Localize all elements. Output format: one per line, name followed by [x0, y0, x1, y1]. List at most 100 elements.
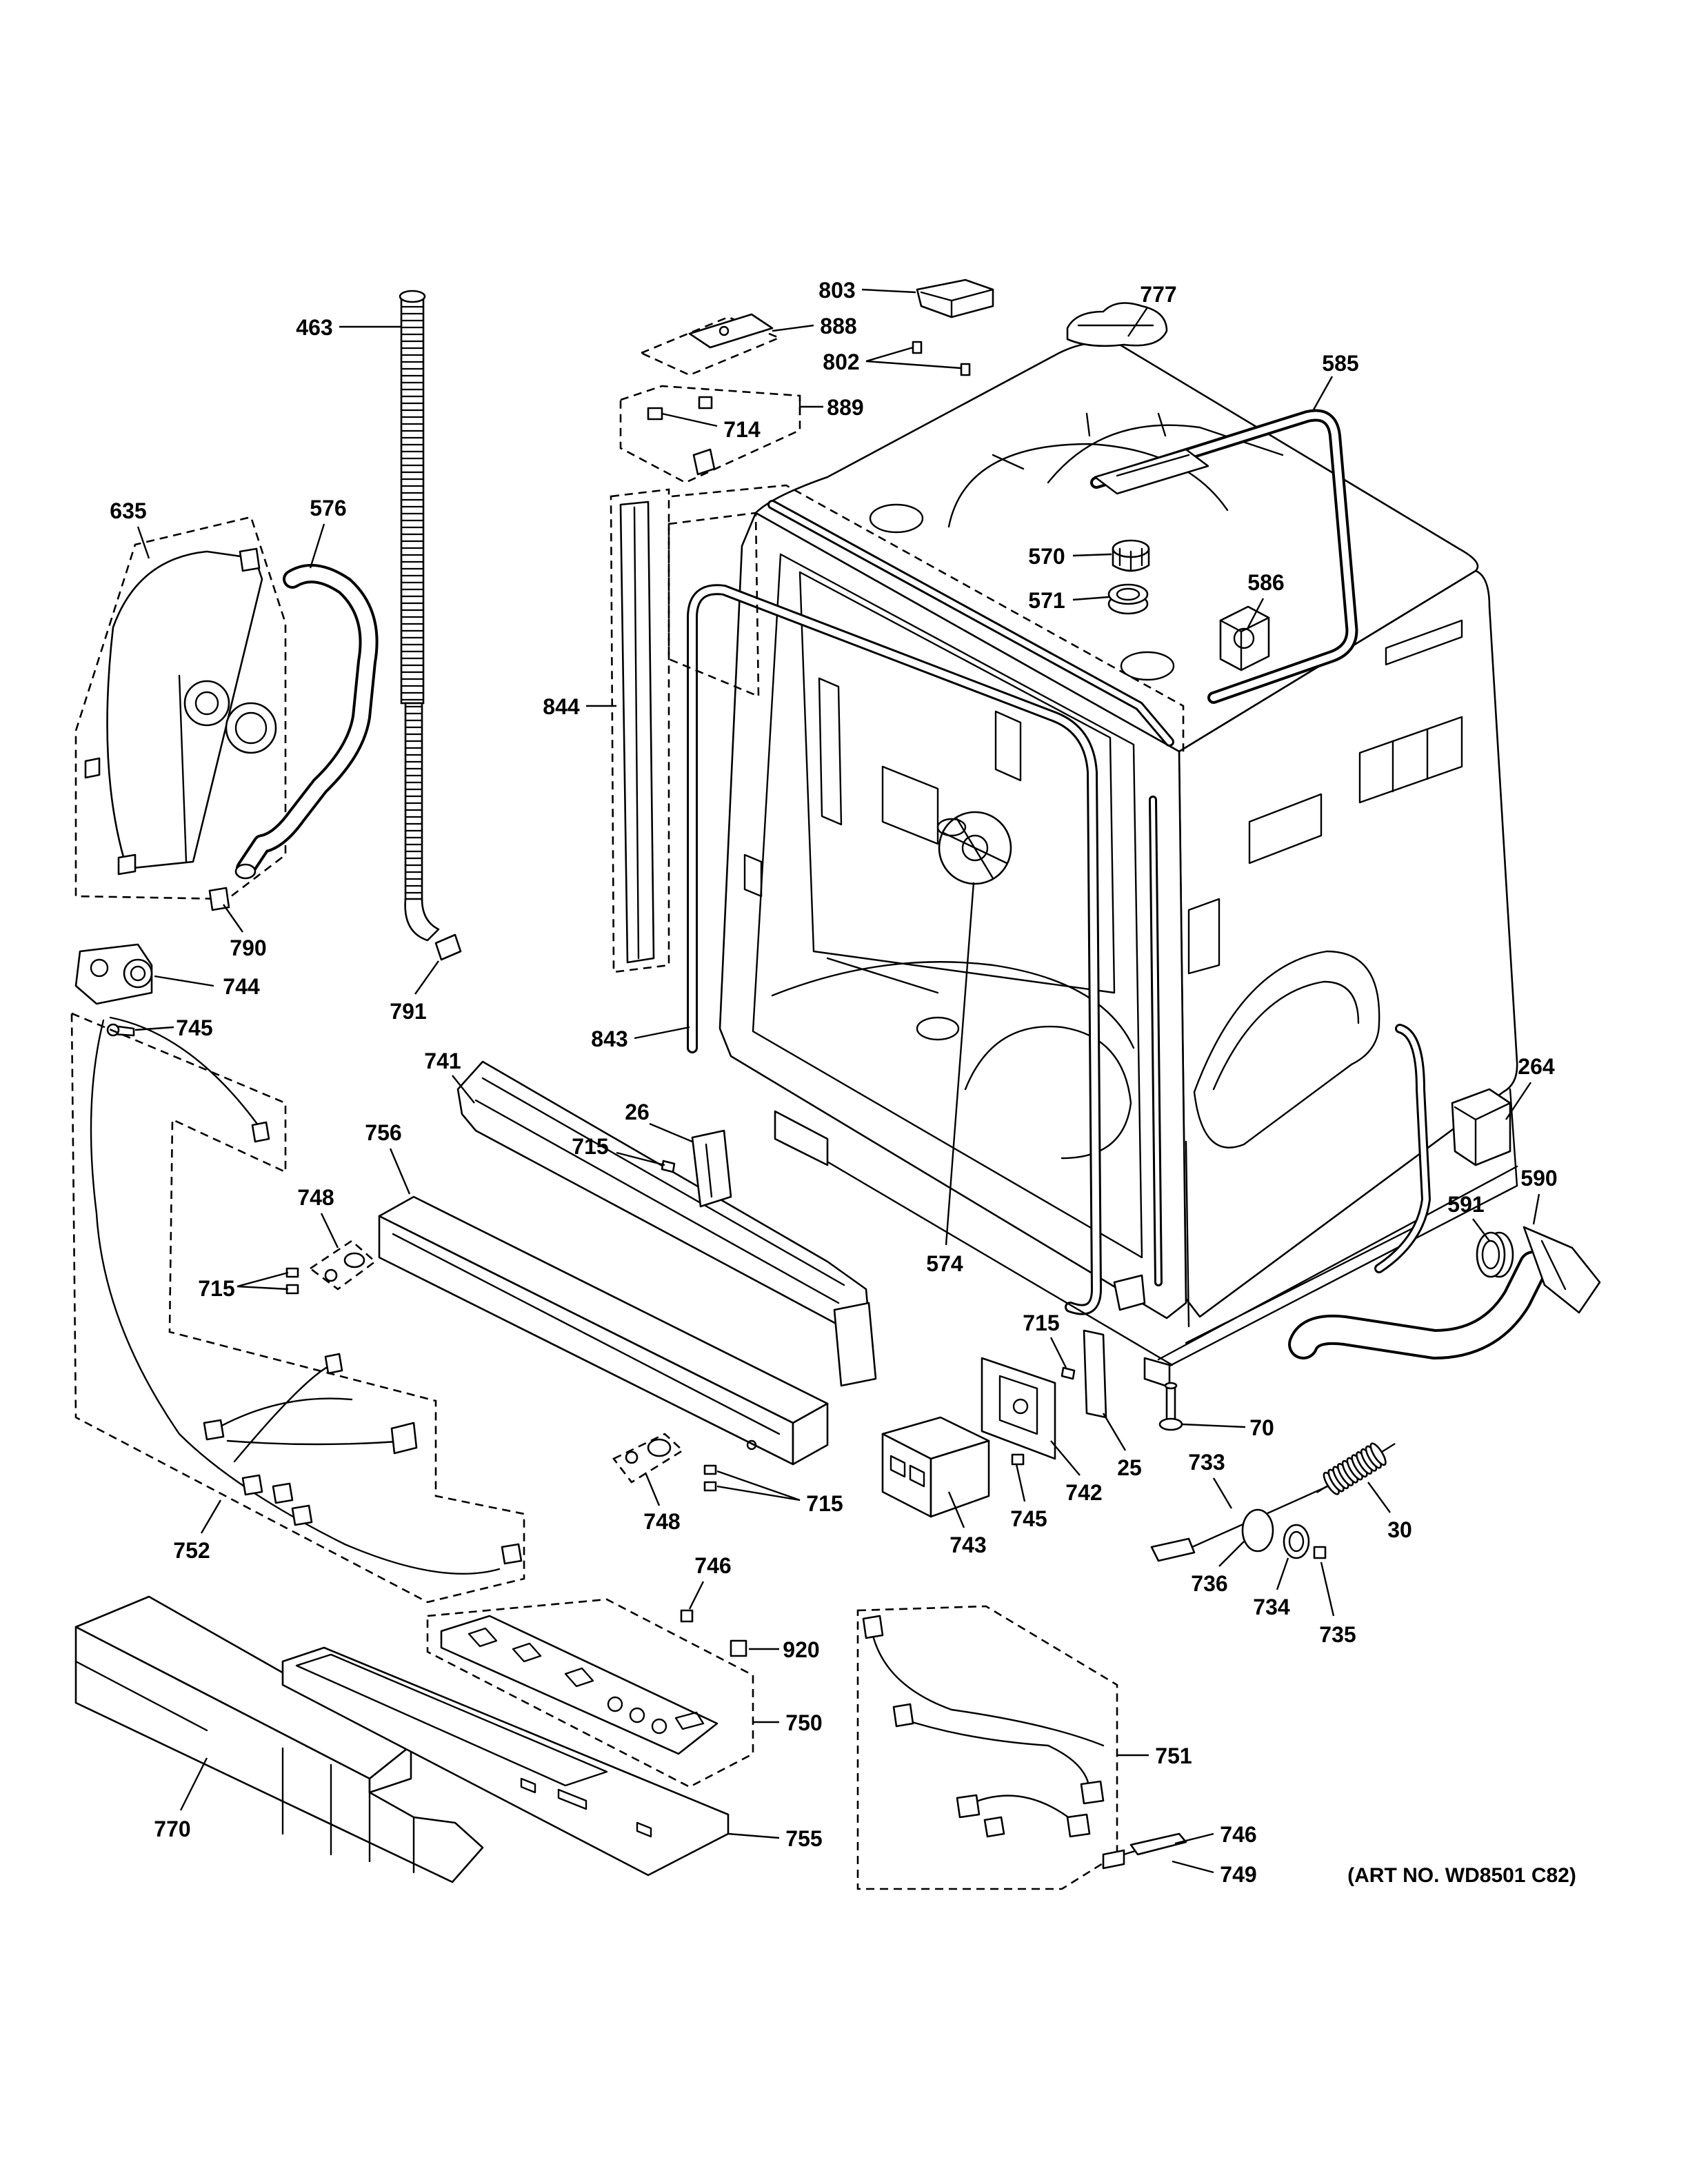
screw-746-board	[680, 1609, 694, 1623]
callout-label: 748	[297, 1185, 334, 1210]
callout-746-b: 746	[1174, 1822, 1257, 1847]
callout-label: 741	[424, 1049, 461, 1073]
callout-label: 843	[591, 1027, 627, 1051]
vent-ring-571	[1107, 583, 1149, 615]
callout-741: 741	[424, 1049, 475, 1104]
callout-920: 920	[749, 1637, 820, 1662]
callout-591: 591	[1447, 1192, 1490, 1242]
callout-25: 25	[1102, 1413, 1142, 1480]
screw-745-box	[1011, 1453, 1025, 1466]
callout-label: 25	[1117, 1455, 1142, 1480]
callout-743: 743	[947, 1491, 987, 1557]
callout-label: 744	[223, 974, 260, 999]
callout-label: 586	[1247, 570, 1284, 595]
callout-label: 574	[926, 1251, 963, 1276]
bracket-25	[1083, 1329, 1107, 1419]
clip-920	[730, 1639, 747, 1657]
toe-kick-756	[378, 1195, 829, 1466]
sump-cover-635	[74, 516, 287, 900]
callout-label: 750	[785, 1710, 822, 1735]
block-770	[74, 1595, 484, 1883]
callout-745-b: 745	[1010, 1464, 1047, 1531]
callout-30: 30	[1367, 1482, 1412, 1542]
wire-harness-751	[856, 1605, 1118, 1890]
callout-label: 755	[785, 1826, 822, 1851]
callout-574: 574	[926, 882, 975, 1276]
pulley-734	[1283, 1524, 1310, 1559]
screw-715-plate	[1061, 1366, 1076, 1380]
callout-label: 749	[1220, 1862, 1256, 1887]
callout-label: 743	[950, 1533, 986, 1557]
washer-kit-748-lower	[612, 1433, 685, 1484]
callout-label: 745	[176, 1015, 212, 1040]
strip-844	[610, 488, 670, 973]
callout-label: 26	[625, 1100, 650, 1124]
callout-751: 751	[1117, 1743, 1192, 1768]
callout-735: 735	[1319, 1561, 1356, 1647]
inlet-valve-744	[74, 943, 153, 1005]
control-board-750	[426, 1598, 754, 1788]
callout-label: 715	[198, 1276, 234, 1301]
callout-label: 463	[296, 315, 332, 340]
screws-802	[912, 341, 971, 376]
callout-label: 751	[1155, 1743, 1192, 1768]
callout-736: 736	[1191, 1541, 1245, 1596]
callout-label: 734	[1253, 1595, 1290, 1619]
callout-label: 715	[1023, 1311, 1059, 1335]
callout-label: 635	[110, 498, 146, 523]
callout-label: 748	[643, 1509, 680, 1534]
screw-715-bracket	[661, 1160, 676, 1173]
callout-label: 790	[230, 936, 266, 960]
callout-label: 570	[1028, 544, 1065, 569]
callout-label: 746	[694, 1553, 731, 1578]
callout-843: 843	[591, 1026, 690, 1051]
callout-571: 571	[1028, 588, 1109, 613]
leveling-leg-70	[1158, 1382, 1183, 1431]
bracket-888	[639, 313, 782, 376]
callout-label: 756	[365, 1120, 401, 1145]
callout-label: 715	[572, 1134, 608, 1159]
callout-715-b: 715	[198, 1271, 289, 1301]
callout-label: 70	[1249, 1415, 1274, 1440]
callout-744: 744	[154, 974, 260, 999]
callout-label: 742	[1065, 1480, 1102, 1505]
spray-arm-hub	[936, 811, 1012, 885]
callout-715-c: 715	[1023, 1311, 1067, 1368]
callout-label: 844	[543, 694, 580, 719]
callout-label: 791	[390, 999, 426, 1024]
callout-748-a: 748	[297, 1185, 339, 1248]
callout-714: 714	[661, 412, 761, 442]
frame-outline	[667, 484, 1185, 756]
tub-assembly	[687, 341, 1518, 1388]
disc-736	[1241, 1508, 1274, 1553]
callout-26: 26	[625, 1100, 693, 1143]
drain-ring-591	[1476, 1231, 1514, 1278]
callout-label: 264	[1518, 1054, 1555, 1079]
callout-label: 770	[154, 1817, 190, 1841]
callout-264: 264	[1505, 1054, 1555, 1120]
callout-745-left: 745	[134, 1015, 213, 1040]
wire-harness-752	[70, 1012, 525, 1604]
callout-750: 750	[753, 1710, 823, 1735]
callout-label: 714	[723, 417, 761, 442]
callout-791: 791	[390, 960, 439, 1024]
callout-777: 777	[1127, 282, 1177, 337]
callout-label: 30	[1387, 1517, 1412, 1542]
callout-label: 591	[1447, 1192, 1484, 1217]
callout-label: 889	[827, 395, 863, 420]
callout-742: 742	[1050, 1440, 1103, 1505]
callout-770: 770	[154, 1757, 208, 1841]
callout-635: 635	[110, 498, 150, 559]
callout-576: 576	[309, 496, 347, 569]
screw-735	[1313, 1546, 1327, 1559]
callout-715-a: 715	[572, 1134, 665, 1166]
callout-label: 752	[173, 1538, 210, 1563]
connector-749	[1102, 1832, 1187, 1870]
clamp-791	[434, 933, 462, 961]
callout-733: 733	[1188, 1450, 1233, 1509]
callout-803: 803	[818, 278, 916, 303]
hose-576	[234, 564, 379, 880]
screws-715-left	[285, 1267, 299, 1295]
callout-790: 790	[223, 904, 267, 960]
